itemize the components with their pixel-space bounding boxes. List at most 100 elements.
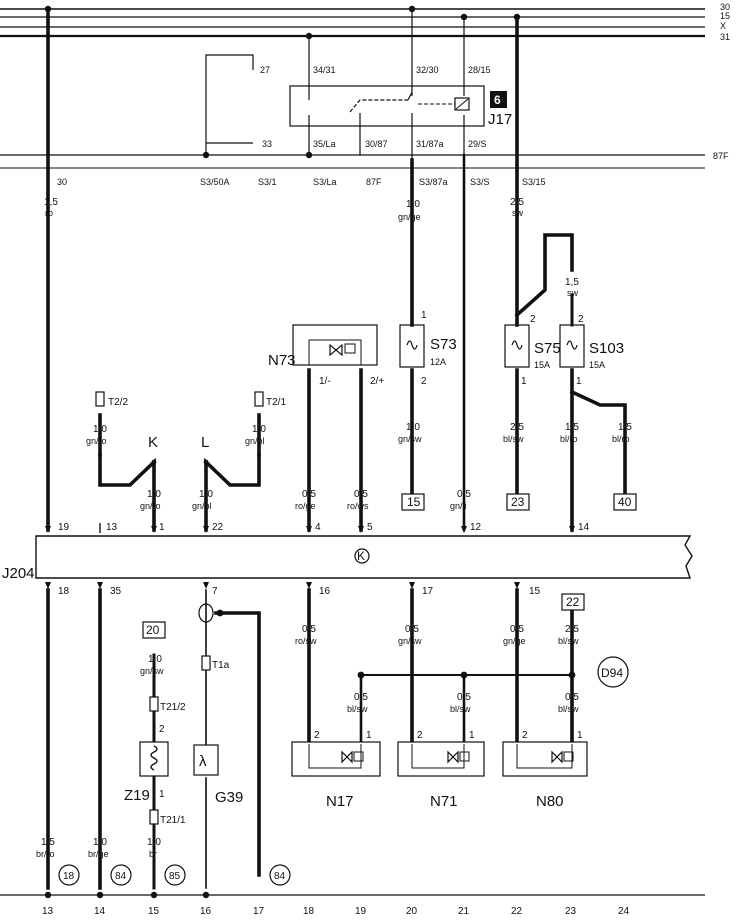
wire-color: ro bbox=[45, 208, 53, 218]
relay-pin-label: 30/87 bbox=[365, 139, 388, 149]
valve-icon bbox=[341, 750, 353, 764]
pin-label: 22 bbox=[212, 522, 224, 533]
pin-label: 18 bbox=[58, 586, 70, 597]
ref-label: 84 bbox=[115, 871, 127, 882]
pin-arrow bbox=[306, 582, 312, 589]
plug-icon bbox=[149, 696, 159, 712]
wire-color: br/ge bbox=[88, 849, 109, 859]
plug-connectors-upper bbox=[95, 391, 264, 407]
pin-label: 1 bbox=[159, 789, 165, 800]
junction-dot bbox=[151, 459, 157, 465]
wire-size: 1,0 bbox=[199, 489, 213, 500]
pin-label: 1 bbox=[576, 376, 582, 387]
wire-size: 1,0 bbox=[93, 424, 107, 435]
plug-icon bbox=[149, 809, 159, 825]
wire-size: 0,5 bbox=[457, 692, 471, 703]
pin-label: 1 bbox=[159, 522, 165, 533]
wire-size: 2,5 bbox=[565, 624, 579, 635]
ref-box bbox=[506, 493, 530, 511]
valve-icon bbox=[329, 343, 343, 357]
junction-dot bbox=[203, 459, 209, 465]
wire-size: 0,5 bbox=[302, 489, 316, 500]
wire-size: 0,5 bbox=[354, 692, 368, 703]
wire-size: 0,5 bbox=[457, 489, 471, 500]
valve-n80 bbox=[502, 741, 588, 777]
control-unit-j204 bbox=[35, 535, 693, 579]
rail-label-x: X bbox=[720, 21, 726, 31]
wire-k bbox=[98, 453, 156, 532]
solenoid-icon bbox=[459, 751, 470, 762]
d94-label: D94 bbox=[601, 666, 623, 680]
wire-size: 0,5 bbox=[510, 624, 524, 635]
relay-box bbox=[289, 85, 485, 127]
g39-label: G39 bbox=[215, 789, 243, 806]
fuse-s103-box bbox=[559, 324, 585, 368]
wire-l bbox=[204, 453, 261, 532]
n71-inner bbox=[411, 744, 465, 769]
j204-bottom-pins bbox=[45, 582, 520, 589]
n73-label: N73 bbox=[268, 352, 296, 369]
ref-label: 84 bbox=[274, 871, 286, 882]
junction-dot bbox=[357, 671, 365, 679]
column-number: 17 bbox=[253, 906, 265, 917]
wire-color: bl/sw bbox=[558, 636, 579, 646]
ref-label: 23 bbox=[511, 495, 525, 509]
pin-label: 16 bbox=[319, 586, 331, 597]
junction-dot bbox=[202, 891, 210, 899]
wire-color: gn/ge bbox=[503, 636, 526, 646]
pin-arrow bbox=[45, 526, 51, 533]
wire-color: gn/sw bbox=[398, 434, 422, 444]
wire-size: 1,5 bbox=[41, 837, 55, 848]
wire-size: 1,0 bbox=[93, 837, 107, 848]
ref-boxes-upper bbox=[401, 493, 637, 511]
n80-inner bbox=[516, 744, 573, 769]
fuse-s75-name: S75 bbox=[534, 340, 561, 357]
terminal-label: S3/15 bbox=[522, 177, 546, 187]
ref-label: 18 bbox=[63, 871, 75, 882]
rail-label-30: 30 bbox=[720, 2, 730, 12]
j204-top-pins bbox=[45, 526, 575, 533]
wire-size: 1,0 bbox=[252, 424, 266, 435]
relay-pin-label: 35/La bbox=[313, 139, 336, 149]
shield-ring bbox=[198, 603, 214, 623]
wire-color: gn/ge bbox=[398, 212, 421, 222]
rail-junctions bbox=[44, 5, 521, 159]
ref-box bbox=[401, 493, 425, 511]
wire-size: 1,0 bbox=[406, 422, 420, 433]
plug-icon bbox=[201, 655, 211, 671]
column-number: 22 bbox=[511, 906, 523, 917]
ref-circle bbox=[164, 864, 186, 886]
fuse-icon bbox=[511, 340, 523, 350]
wire-size: 0,5 bbox=[565, 692, 579, 703]
relay-pin-label: 32/30 bbox=[416, 65, 439, 75]
wire-s103-feed-bridge bbox=[514, 233, 574, 318]
valve-icon bbox=[447, 750, 459, 764]
wire-color: bl/ro bbox=[560, 434, 578, 444]
wire-color: ro/ge bbox=[295, 501, 316, 511]
wire-color: gn/ro bbox=[140, 501, 161, 511]
pin-label: 19 bbox=[58, 522, 70, 533]
junction-dot bbox=[460, 671, 468, 679]
ground-rail-dots bbox=[44, 891, 210, 899]
ground-k-label: K bbox=[148, 434, 158, 451]
n71-label: N71 bbox=[430, 793, 458, 810]
fuse-s75-rating: 15A bbox=[534, 360, 550, 370]
pin-label: 2/+ bbox=[370, 376, 384, 387]
relay-number-badge bbox=[490, 91, 507, 108]
upper-wiring bbox=[46, 7, 627, 532]
n80-label: N80 bbox=[536, 793, 564, 810]
fuse-s103 bbox=[559, 324, 585, 368]
relay-j17 bbox=[205, 9, 485, 160]
wire-size: 0,5 bbox=[354, 489, 368, 500]
fuse-s75 bbox=[504, 324, 530, 368]
pin-label: 1 bbox=[469, 730, 475, 741]
column-number: 16 bbox=[200, 906, 212, 917]
wire-size: 0,5 bbox=[405, 624, 419, 635]
pin-arrow bbox=[514, 582, 520, 589]
power-rails bbox=[0, 8, 705, 169]
wire-size: 1,5 bbox=[565, 422, 579, 433]
ref-box bbox=[613, 493, 637, 511]
terminal-label: S3/1 bbox=[258, 177, 277, 187]
relay-coil bbox=[454, 97, 470, 111]
junction-dot bbox=[150, 891, 158, 899]
